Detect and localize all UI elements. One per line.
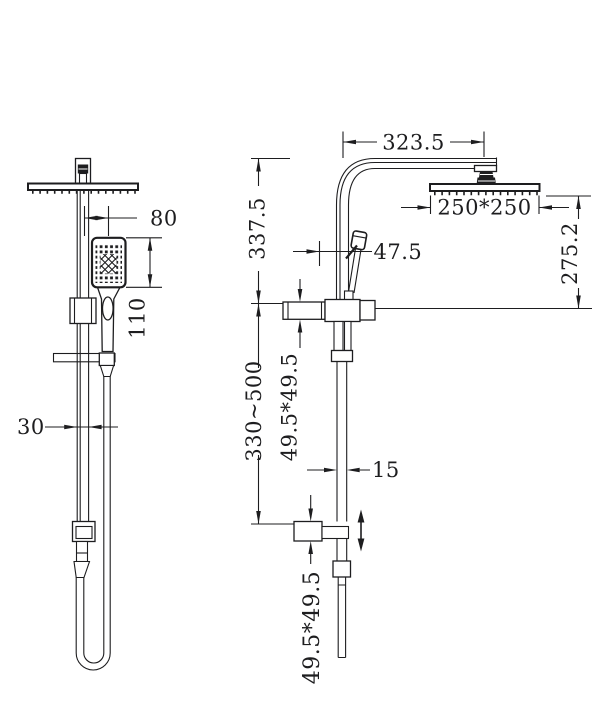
movement-arrow [357,509,365,552]
dim-label-15: 15 [372,458,400,482]
dim-label-110: 110 [126,297,150,339]
front-view: 80 110 30 [17,157,178,671]
arrowhead-up-icon [576,196,581,209]
arrowhead-right-icon [471,139,484,145]
arrowhead-right-icon [64,424,78,430]
lower-bracket-side [293,520,352,659]
hose-connector-front [73,560,91,579]
arrowhead-right-icon [417,205,431,210]
rain-head-nozzles-front [31,190,136,194]
dim-lower-bracket-size: 49.5*49.5 [300,495,325,684]
arrowhead-up-icon [308,541,313,554]
hand-shower-head-side [350,230,368,251]
dim-label-30: 30 [17,415,45,439]
oblique-tick [345,244,358,260]
hand-shower-front [90,236,127,353]
rain-head-front [27,182,139,194]
dim-label-337-5: 337.5 [246,197,270,260]
arrowhead-down-icon [576,295,581,309]
riser-pipe-front [76,190,90,522]
dim-hand-shower-length: 110 [126,237,162,339]
rail-collar-upper [330,349,354,363]
dim-head-to-bracket: 275.2 [546,195,591,309]
rain-head-nozzles-side [434,191,538,196]
rain-head-side [429,183,541,196]
arrowhead-down-icon [256,290,261,304]
arrowhead-up-icon [256,303,261,317]
arrowhead-right-icon [306,249,320,254]
arrowhead-left-icon [346,467,360,473]
shelf-front [52,352,116,378]
side-view: 323.5 337.5 250*250 275.2 47.5 [242,131,592,684]
ceiling-connector-front [74,157,92,185]
dim-label-250x250: 250*250 [437,196,531,220]
arrowhead-down-icon [308,508,313,522]
hand-shower-cone-front [99,364,115,378]
arrowhead-right-icon [95,215,109,221]
dim-rain-head-size: 250*250 [401,195,569,220]
arrowhead-up-icon [147,237,153,251]
slider-bracket-front [69,297,97,325]
hand-shower-nut-front [98,352,115,367]
dim-label-49-5x49-5-lower: 49.5*49.5 [300,571,325,684]
arrowhead-left-icon [84,215,98,221]
arrowhead-down-icon [297,289,303,302]
rail-collar-lower [332,560,352,578]
dim-hand-shower-offset: 47.5 [293,240,422,266]
arrowhead-up-icon [357,509,365,523]
dim-rail-width-front: 30 [17,415,118,439]
arrowhead-left-icon [539,205,552,210]
dim-head-to-hand-offset: 80 [83,206,178,236]
dim-label-80: 80 [150,207,178,231]
arrowhead-down-icon [256,511,261,524]
dim-label-47-5: 47.5 [374,240,423,264]
arrowhead-up-icon [297,319,303,333]
dim-arm-reach: 323.5 [342,131,485,158]
arrowhead-down-icon [147,274,153,288]
dim-rail-diameter: 15 [307,458,400,482]
shower-arm-side [335,157,498,302]
dim-slide-adjust-range: 330~500 [242,303,294,525]
hand-shower-button-front [101,296,114,321]
hand-shower-side [343,230,368,304]
bottom-bracket-front [71,520,96,579]
dim-label-49-5x49-5-upper: 49.5*49.5 [278,353,302,462]
arrowhead-up-icon [256,158,261,172]
dim-label-323-5: 323.5 [382,131,445,155]
arrowhead-left-icon [88,424,102,430]
shared-extension-lines [251,302,592,310]
dim-upper-bracket-size: 49.5*49.5 [278,279,303,461]
upper-bracket-side [282,298,376,363]
arm-flange-side [473,164,498,173]
dim-arm-drop: 337.5 [246,157,290,304]
slide-rail-side [336,361,348,522]
dim-label-275-2: 275.2 [558,222,582,285]
arrowhead-right-icon [324,467,337,473]
dim-label-330-500: 330~500 [242,360,266,461]
arrowhead-down-icon [357,538,365,552]
hose-front [75,376,111,671]
arrowhead-left-icon [343,139,356,145]
